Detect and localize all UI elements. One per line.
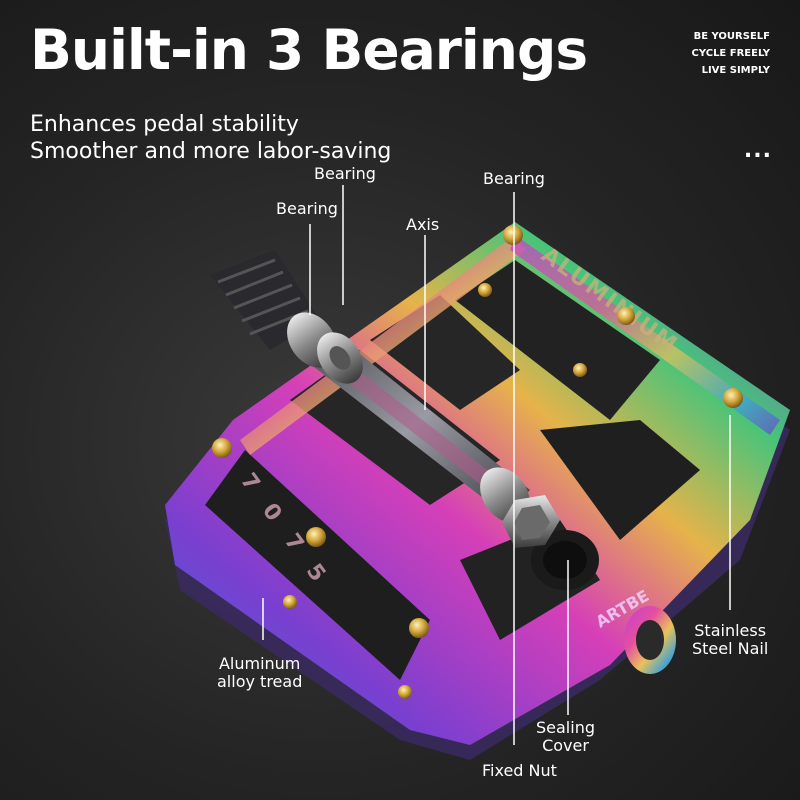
stainless-nail-label: Stainless Steel Nail — [692, 622, 768, 658]
sealing-cover — [531, 530, 676, 674]
axle — [305, 330, 530, 515]
frame-bar — [510, 235, 780, 435]
aluminum-tread-label-line: alloy tread — [217, 672, 303, 691]
bearing-mid-label: Bearing — [314, 164, 376, 183]
subtitle: Enhances pedal stability Smoother and mo… — [30, 111, 391, 165]
callout-lines — [262, 185, 731, 745]
subtitle-line: Smoother and more labor-saving — [30, 139, 392, 164]
subtitle-line: Enhances pedal stability — [30, 112, 299, 137]
cutout — [540, 420, 700, 540]
cutout — [205, 450, 430, 680]
fixed-nut — [502, 495, 560, 548]
sealing-cover-label: Sealing Cover — [536, 719, 595, 755]
slogan-line: LIVE SIMPLY — [701, 65, 770, 76]
aluminum-tread-label: Aluminum alloy tread — [217, 655, 302, 691]
aluminum-tread-label-line: Aluminum — [218, 654, 301, 673]
bearing-left — [287, 312, 363, 384]
frame-bar — [240, 235, 525, 455]
slogan-line: BE YOURSELF — [693, 31, 770, 42]
slogan: BE YOURSELF CYCLE FREELY LIVE SIMPLY — [692, 28, 771, 79]
fixed-nut-label: Fixed Nut — [482, 761, 557, 780]
axis-label: Axis — [406, 215, 440, 234]
sealing-cover-label-line: Sealing — [536, 718, 595, 737]
more-options-icon[interactable]: ... — [743, 138, 772, 163]
sealing-cover-label-line: Cover — [542, 736, 589, 755]
bearing-left-label: Bearing — [276, 199, 338, 218]
stainless-nail-label-line: Steel Nail — [692, 639, 769, 658]
stainless-nail-label-line: Stainless — [694, 621, 767, 640]
page-title: Built-in 3 Bearings — [30, 18, 588, 82]
cutout — [455, 260, 660, 420]
bearing-right-label: Bearing — [483, 169, 545, 188]
stainless-steel-nails — [212, 225, 743, 699]
slogan-line: CYCLE FREELY — [691, 48, 771, 59]
